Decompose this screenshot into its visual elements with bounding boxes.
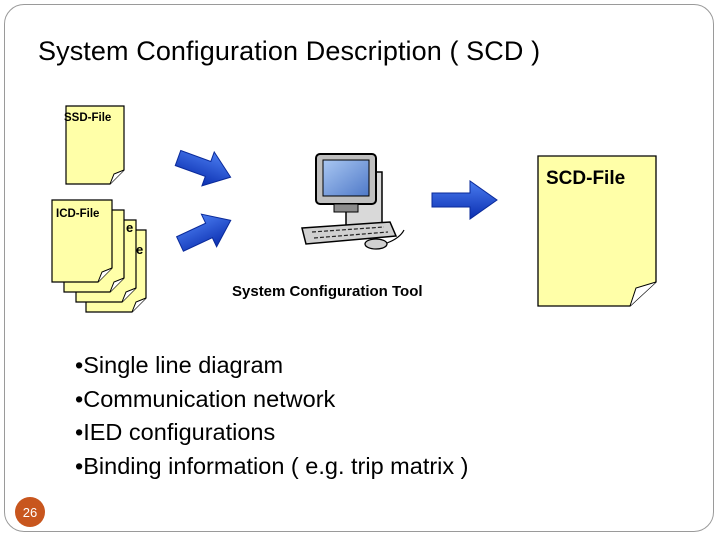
right-arrow-icon	[175, 213, 232, 252]
computer-workstation-icon	[301, 153, 405, 250]
bullet-item: •IED configurations	[75, 419, 276, 445]
bullet-item: •Binding information ( e.g. trip matrix …	[75, 452, 469, 479]
page-number-badge: 26	[15, 497, 45, 527]
icd-file-stack-document-icon: e e ICD-File	[51, 199, 147, 313]
slide-title: System Configuration Description ( SCD )	[38, 36, 541, 66]
bullet-item: •Single line diagram	[75, 352, 284, 378]
icd-stack-partial-label: e	[136, 242, 143, 257]
bullet-item: •Communication network	[75, 385, 336, 412]
right-arrow-icon	[174, 149, 232, 187]
right-arrow-icon	[431, 180, 498, 220]
ssd-file-document-icon: SSD-File	[64, 105, 125, 185]
scd-file-document-icon: SCD-File	[537, 155, 657, 307]
bullet-list: •Single line diagram •Communication netw…	[75, 349, 469, 483]
icd-file-label: ICD-File	[56, 208, 99, 220]
scd-file-label: SCD-File	[546, 168, 625, 189]
ssd-file-label: SSD-File	[64, 112, 111, 124]
system-configuration-tool-label: System Configuration Tool	[232, 283, 423, 300]
icd-stack-partial-label: e	[126, 220, 133, 235]
